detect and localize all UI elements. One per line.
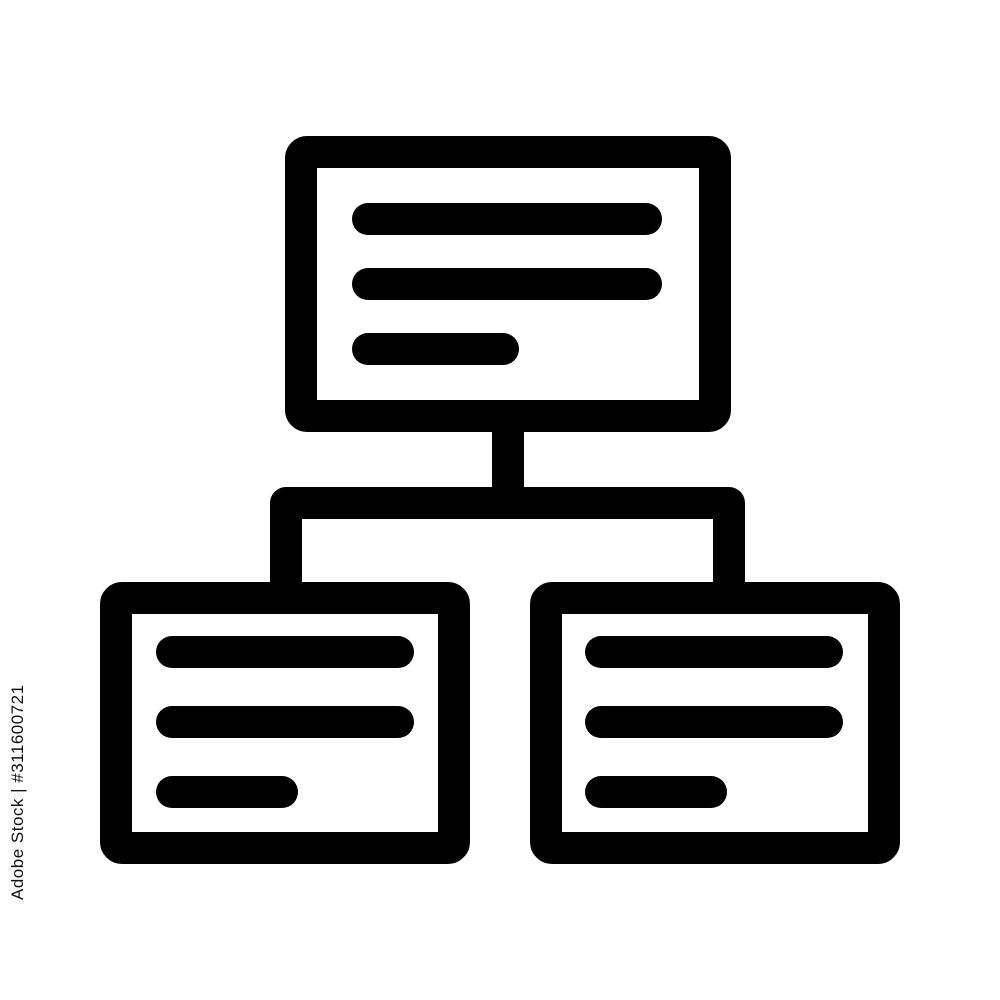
top-box-lines [352, 203, 662, 365]
bottom-right-box-lines [585, 636, 843, 808]
bottom-right-box [530, 582, 900, 864]
connector-lines [270, 432, 745, 582]
top-box [285, 136, 731, 432]
bottom-left-box-lines [156, 636, 414, 808]
bottom-left-box [100, 582, 470, 864]
stock-id-label: Adobe Stock | #311600721 [8, 684, 27, 900]
